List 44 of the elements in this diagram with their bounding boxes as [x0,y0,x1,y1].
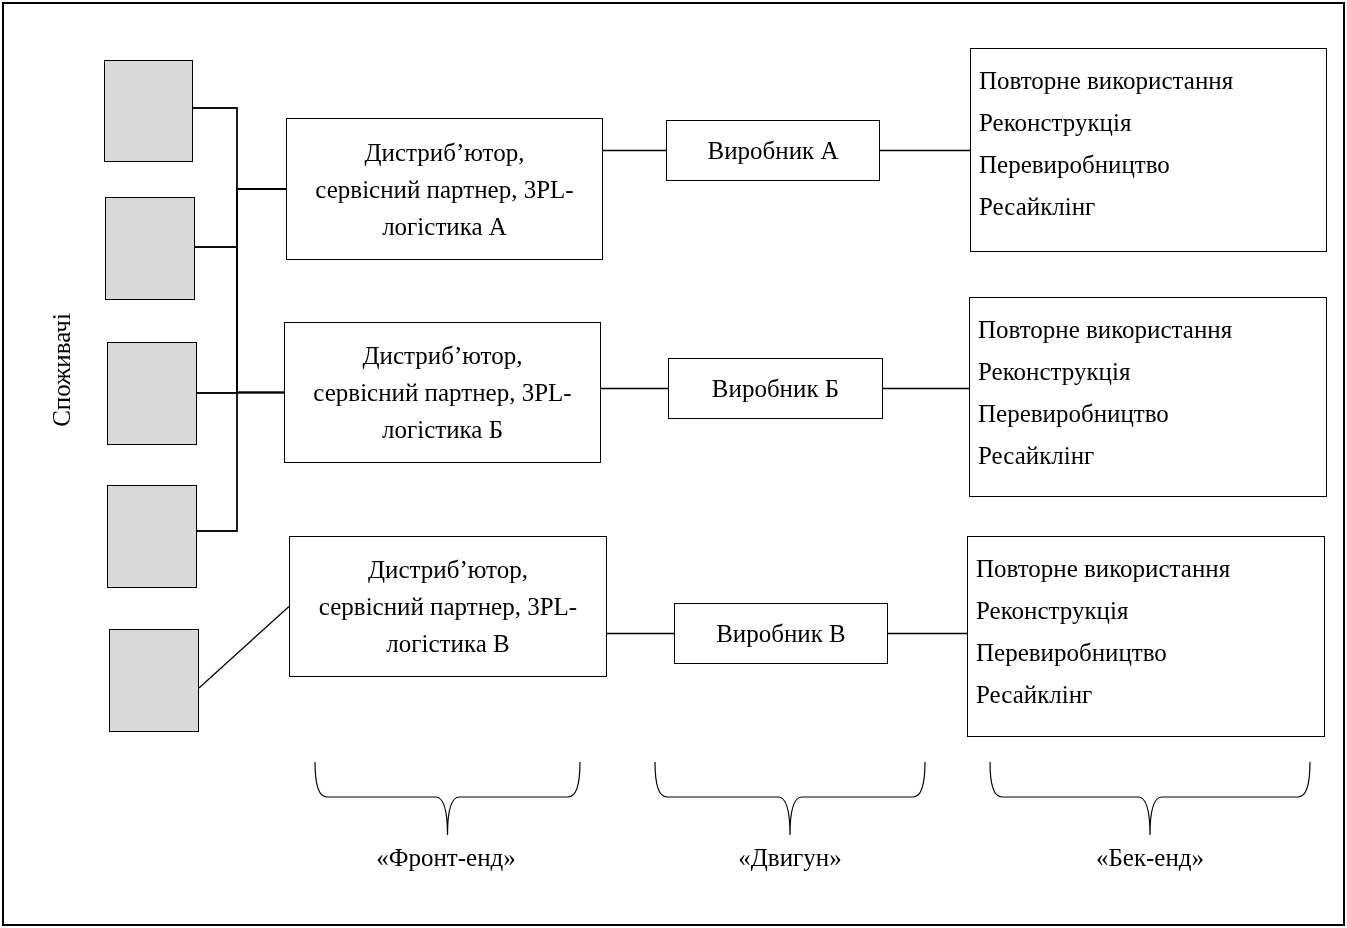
list-item: Перевиробництво [979,150,1171,180]
box-text: Дистриб’ютор, сервісний партнер, 3PL-логістика Б [312,341,573,445]
list-item: Ресайклінг [978,441,1096,471]
box-text: Виробник Б [711,374,840,404]
list-item: Ресайклінг [976,680,1094,710]
process-box [286,118,603,260]
list-item: Реконструкція [978,357,1132,387]
process-box [970,48,1327,252]
list-item: Ресайклінг [979,192,1097,222]
connector-line [887,632,968,635]
section-label: «Двигун» [738,843,842,874]
process-box [967,536,1325,737]
axis-label: Споживачі [47,313,77,427]
process-box [289,536,607,677]
list-item: Повторне використання [976,554,1232,584]
section-label: «Бек-енд» [1095,843,1205,874]
consumer-box [105,197,195,300]
connector-line [602,149,667,152]
connector-line [882,387,970,390]
consumer-box [107,342,197,445]
list-item: Повторне використання [978,315,1234,345]
list-item: Перевиробництво [976,638,1168,668]
list-item: Повторне використання [979,66,1235,96]
box-text: Виробник А [707,136,839,166]
connector-line [606,632,675,635]
consumer-box [104,60,193,162]
process-box [284,322,601,463]
connector-line [198,605,290,689]
section-label: «Фронт-енд» [376,843,516,874]
process-box [969,297,1327,497]
list-item: Перевиробництво [978,399,1170,429]
consumer-box [109,629,199,732]
connector-line [196,391,285,532]
process-box [668,358,883,419]
list-item: Реконструкція [979,108,1133,138]
connector-line [879,149,971,152]
process-box [666,120,880,181]
box-text: Дистриб’ютор, сервісний партнер, 3PL-логістика В [317,555,579,659]
connector-line [600,387,669,390]
box-text: Дистриб’ютор, сервісний партнер, 3PL-логістика А [314,137,575,242]
process-box [674,603,888,664]
consumer-box [107,485,197,588]
list-item: Реконструкція [976,596,1130,626]
box-text: Виробник В [716,619,846,649]
